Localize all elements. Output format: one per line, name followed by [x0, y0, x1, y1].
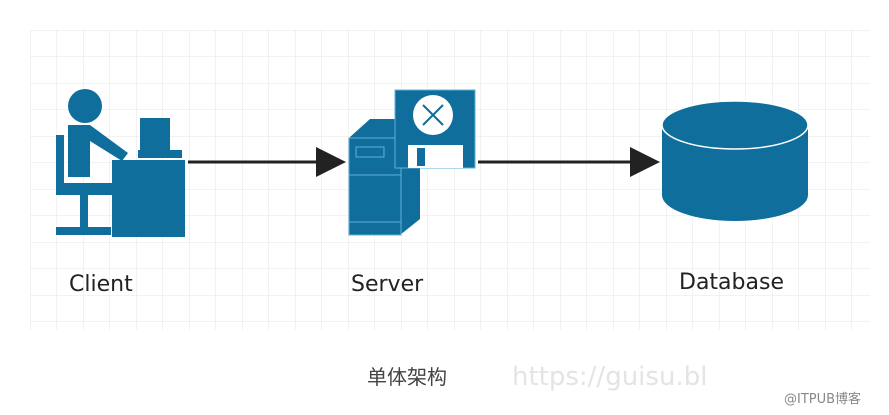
- client-label: Client: [69, 272, 133, 297]
- database-label: Database: [679, 270, 784, 295]
- watermark: https://guisu.bl: [512, 362, 708, 392]
- diagram-caption: 单体架构: [367, 365, 447, 389]
- user-at-computer-icon: [56, 89, 185, 237]
- database-icon: [661, 100, 809, 221]
- server-label: Server: [351, 272, 424, 297]
- server-icon: [348, 89, 476, 236]
- credit-text: @ITPUB博客: [784, 392, 862, 407]
